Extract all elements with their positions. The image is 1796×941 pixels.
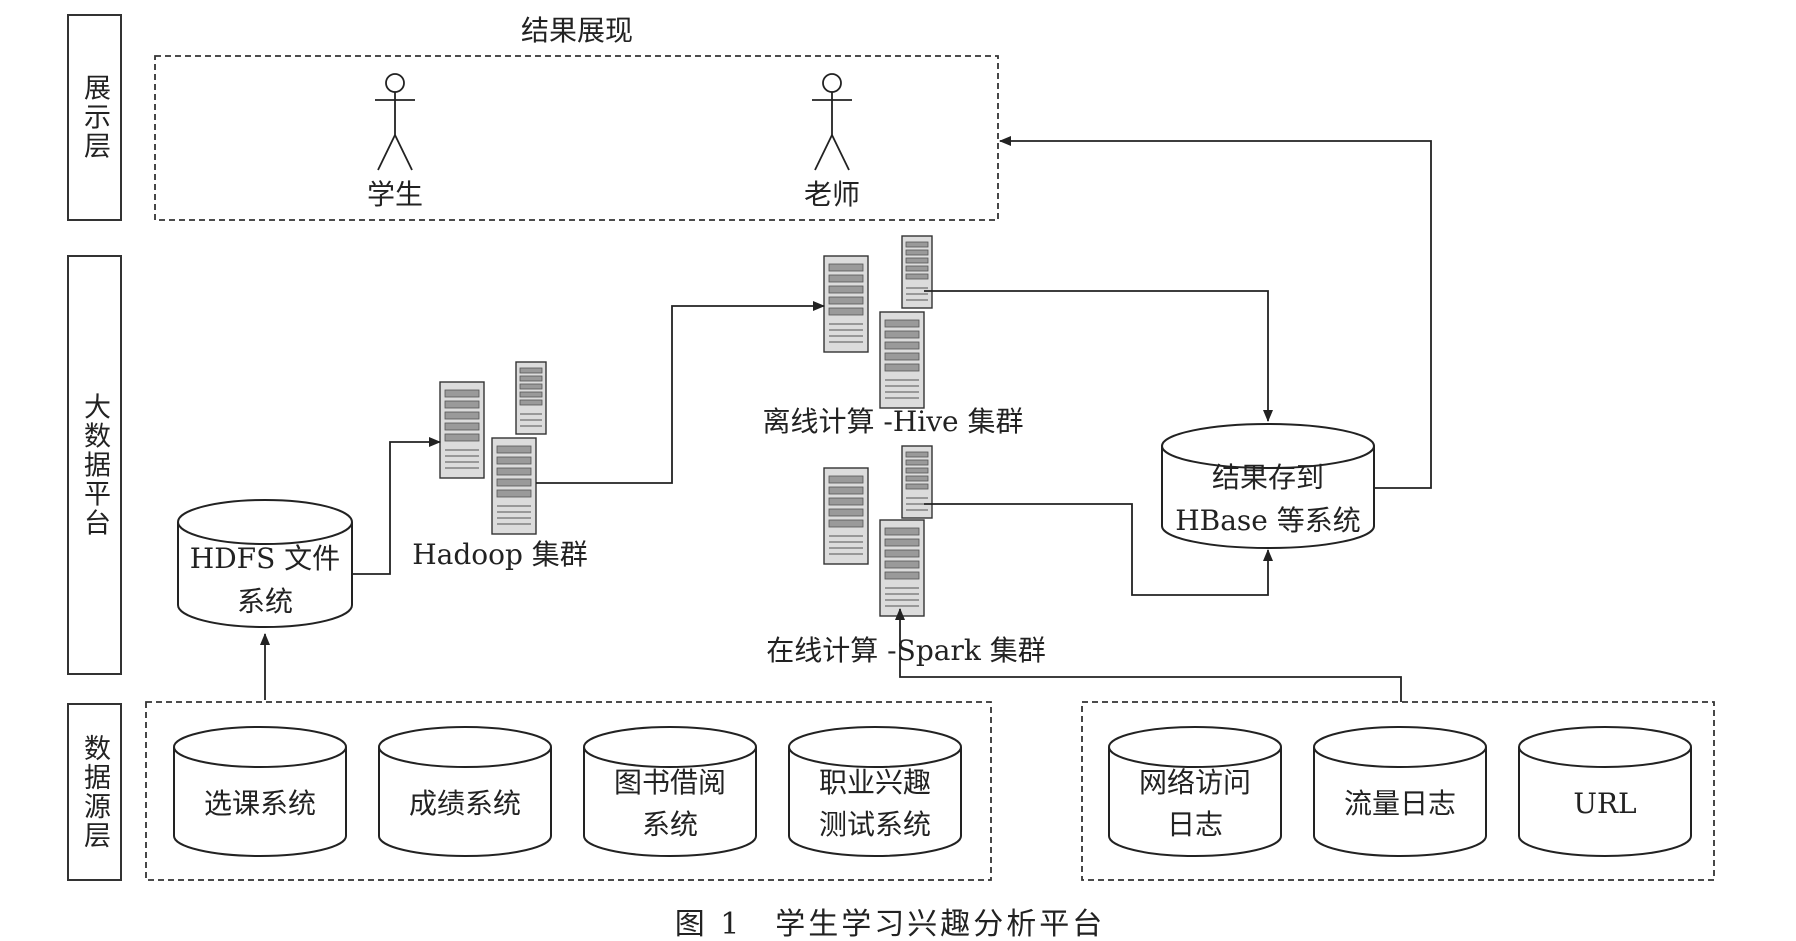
datasource-group-2 bbox=[1081, 701, 1715, 881]
source-label: 选课系统 bbox=[204, 787, 316, 820]
hdfs-label-line2: 系统 bbox=[237, 585, 293, 618]
presentation-area bbox=[154, 55, 999, 221]
hadoop-cluster-label: Hadoop 集群 bbox=[412, 538, 588, 571]
actor-student: 学生 bbox=[367, 73, 423, 211]
source-label: 流量日志 bbox=[1344, 787, 1456, 820]
layer-label-datasource: 数据源层 bbox=[67, 703, 122, 881]
source-label: 网络访问 bbox=[1139, 766, 1251, 799]
source-label: URL bbox=[1573, 787, 1636, 820]
actor-teacher: 老师 bbox=[804, 73, 860, 211]
hive-cluster-servers bbox=[823, 235, 933, 409]
source-label: 职业兴趣 bbox=[819, 766, 931, 799]
source-cylinder: 选课系统 bbox=[173, 726, 347, 857]
layer-label-presentation: 展示层 bbox=[67, 14, 122, 221]
connectors bbox=[260, 136, 1432, 702]
hbase-label-line2: HBase 等系统 bbox=[1175, 504, 1361, 537]
figure-caption: 图 1 学生学习兴趣分析平台 bbox=[675, 907, 1106, 941]
source-label: 系统 bbox=[642, 808, 698, 841]
actor-teacher-label: 老师 bbox=[804, 178, 860, 211]
source-cylinder: 成绩系统 bbox=[378, 726, 552, 857]
presentation-title: 结果展现 bbox=[521, 14, 633, 47]
hbase-cylinder: 结果存到 HBase 等系统 bbox=[1161, 423, 1375, 549]
hdfs-label-line1: HDFS 文件 bbox=[190, 542, 340, 575]
hdfs-cylinder: HDFS 文件 系统 bbox=[177, 499, 353, 628]
source-label: 成绩系统 bbox=[409, 787, 521, 820]
source-cylinder: 流量日志 bbox=[1313, 726, 1487, 857]
layer-label-presentation-text: 展示层 bbox=[79, 74, 111, 161]
datasource-group-1 bbox=[145, 701, 992, 881]
spark-cluster-servers bbox=[823, 445, 933, 617]
layer-label-platform: 大数据平台 bbox=[67, 255, 122, 675]
hbase-label-line1: 结果存到 bbox=[1212, 461, 1324, 494]
actor-student-label: 学生 bbox=[367, 178, 423, 211]
hive-cluster-label: 离线计算 -Hive 集群 bbox=[762, 405, 1023, 438]
layer-label-platform-text: 大数据平台 bbox=[79, 392, 111, 537]
layer-label-datasource-text: 数据源层 bbox=[79, 734, 111, 850]
source-cylinder: URL bbox=[1518, 726, 1692, 857]
hadoop-cluster-servers bbox=[439, 361, 547, 535]
spark-cluster-label: 在线计算 -Spark 集群 bbox=[766, 634, 1045, 667]
source-label: 图书借阅 bbox=[614, 766, 726, 799]
source-label: 测试系统 bbox=[819, 808, 931, 841]
source-label: 日志 bbox=[1167, 808, 1223, 841]
